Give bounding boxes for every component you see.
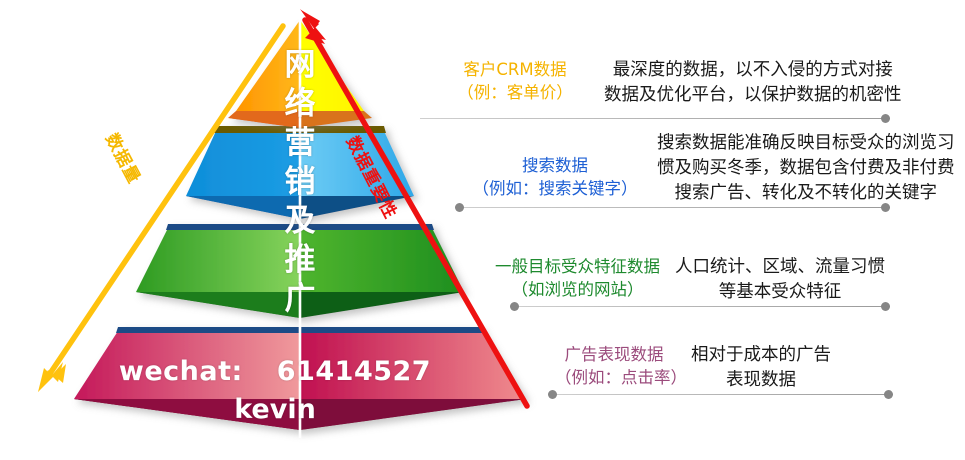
callout-audience-desc-line-2: 等基本受众特征: [718, 282, 842, 302]
callout-search-desc-line-3: 搜索广告、转化及不转化的关键字: [674, 183, 938, 203]
callout-search-desc-line-2: 惯及购买冬季，数据包含付费及非付费: [657, 158, 955, 178]
callout-audience-desc: 人口统计、区域、流量习惯 等基本受众特征: [675, 255, 885, 305]
callout-audience-desc-line-1: 人口统计、区域、流量习惯: [675, 257, 885, 277]
connector-audience-dot-left: [510, 302, 519, 311]
callout-audience-title-line-2: （如浏览的网站）: [511, 280, 644, 299]
connector-search: [455, 203, 890, 212]
connector-ad-performance-rule: [548, 394, 893, 396]
wechat-contact-line: wechat: 61414527: [100, 356, 450, 387]
callout-crm-desc: 最深度的数据，以不入侵的方式对接 数据及优化平台，以保护数据的机密性: [604, 58, 902, 108]
callout-search-desc-line-1: 搜索数据能准确反映目标受众的浏览习: [657, 133, 955, 153]
layered-pyramid-graphic: [38, 9, 530, 430]
callout-ad-performance-desc-line-1: 相对于成本的广告: [691, 345, 831, 365]
connector-ad-performance-dot-left: [548, 390, 557, 399]
callout-audience: 一般目标受众特征数据 （如浏览的网站） 人口统计、区域、流量习惯 等基本受众特征: [490, 255, 885, 305]
callout-audience-title: 一般目标受众特征数据 （如浏览的网站）: [490, 255, 665, 301]
connector-crm: [420, 114, 890, 123]
callout-search-title: 搜索数据 （例如：搜索关键字）: [455, 131, 655, 200]
callout-search-title-line-1: 搜索数据: [522, 156, 588, 175]
callout-audience-title-line-1: 一般目标受众特征数据: [495, 257, 660, 276]
connector-audience-dot-right: [881, 302, 890, 311]
callout-ad-performance-title: 广告表现数据 （例如：点击率）: [555, 343, 687, 389]
wechat-label: wechat:: [118, 356, 243, 387]
data-volume-arrow: [38, 23, 286, 392]
pyramid-tier-third: [136, 224, 464, 318]
callout-ad-performance-title-line-2: （例如：点击率）: [555, 368, 687, 387]
callout-crm-desc-line-2: 数据及优化平台，以保护数据的机密性: [604, 85, 902, 105]
connector-ad-performance: [548, 390, 893, 399]
callout-crm-title-line-2: （例：客单价）: [457, 83, 573, 102]
callout-ad-performance-title-line-1: 广告表现数据: [564, 345, 664, 364]
connector-search-dot-right: [881, 203, 890, 212]
connector-search-rule: [455, 207, 890, 209]
callout-crm-title: 客户CRM数据 （例：客单价）: [440, 58, 590, 104]
connector-audience-rule: [510, 306, 890, 308]
pyramid-tier-second: [186, 126, 414, 219]
callout-crm: 客户CRM数据 （例：客单价） 最深度的数据，以不入侵的方式对接 数据及优化平台…: [440, 58, 902, 108]
callout-crm-desc-line-1: 最深度的数据，以不入侵的方式对接: [612, 60, 893, 80]
callout-ad-performance-desc: 相对于成本的广告 表现数据: [691, 343, 831, 393]
connector-crm-dot-right: [881, 114, 890, 123]
connector-crm-rule: [420, 118, 890, 120]
wechat-id: 61414527: [276, 356, 432, 387]
connector-audience: [510, 302, 890, 311]
callout-crm-title-line-1: 客户CRM数据: [463, 60, 567, 79]
wechat-name: kevin: [234, 394, 316, 425]
callout-ad-performance-desc-line-2: 表现数据: [726, 370, 796, 390]
connector-ad-performance-dot-right: [884, 390, 893, 399]
callout-search-desc: 搜索数据能准确反映目标受众的浏览习 惯及购买冬季，数据包含付费及非付费 搜索广告…: [657, 131, 955, 206]
callout-search: 搜索数据 （例如：搜索关键字） 搜索数据能准确反映目标受众的浏览习 惯及购买冬季…: [455, 131, 955, 206]
connector-search-dot-left: [455, 203, 464, 212]
callout-ad-performance: 广告表现数据 （例如：点击率） 相对于成本的广告 表现数据: [555, 343, 831, 393]
data-importance-arrow: [300, 9, 530, 409]
callout-search-title-line-2: （例如：搜索关键字）: [472, 179, 638, 198]
